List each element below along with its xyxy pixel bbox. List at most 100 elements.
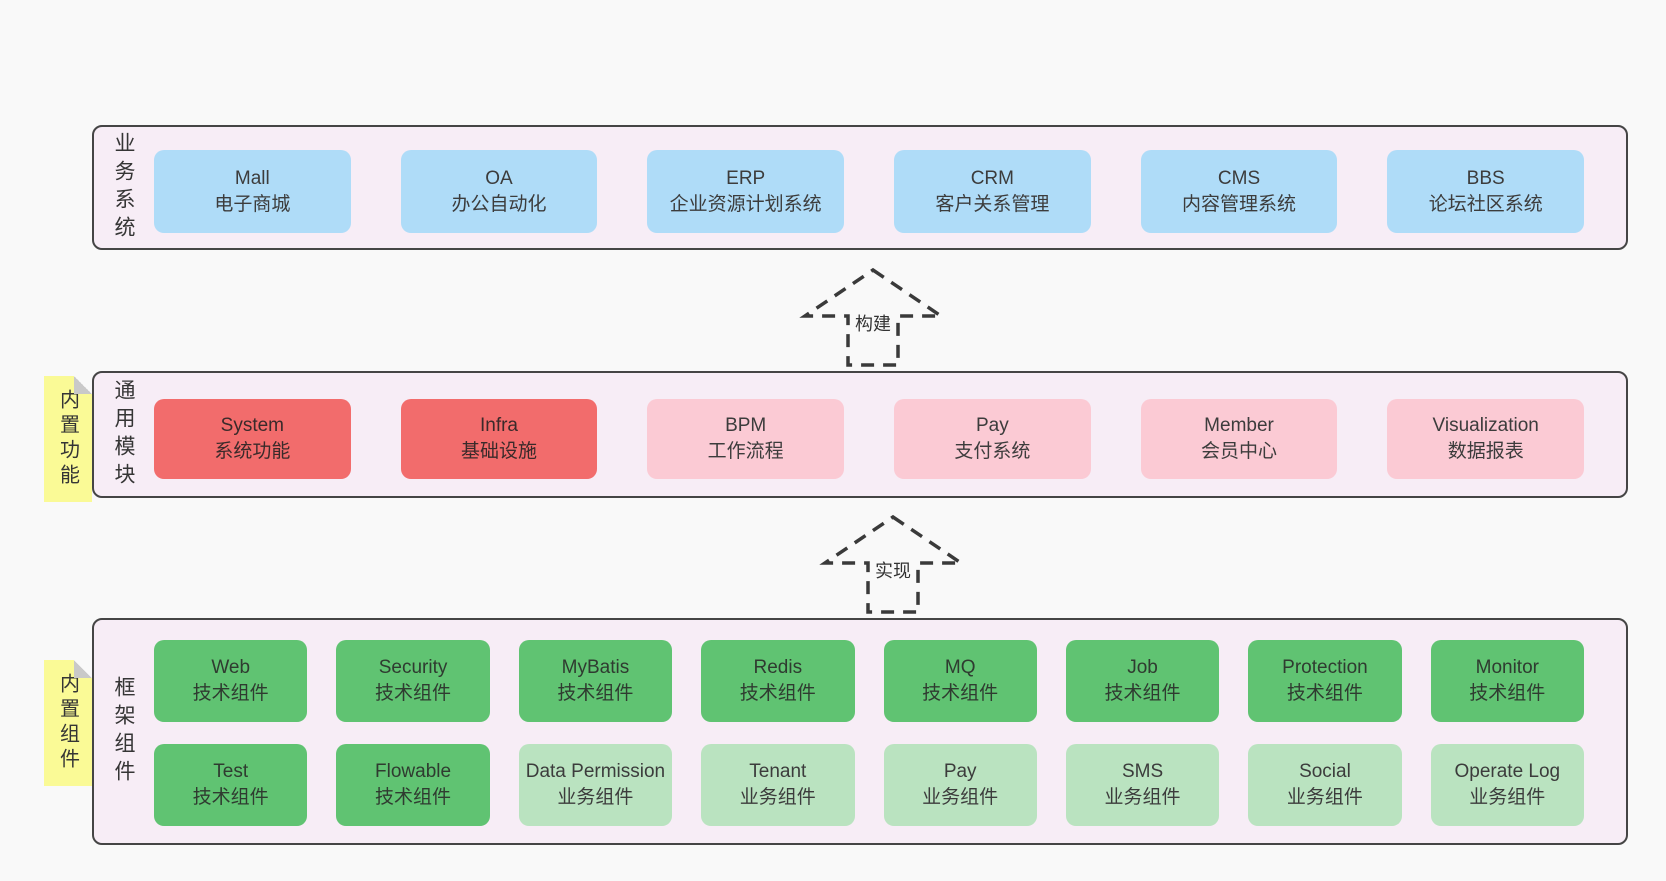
box-subtitle: 技术组件 [192, 683, 269, 704]
box-subtitle: 业务组件 [557, 787, 634, 808]
box-subtitle: 电子商城 [214, 193, 291, 215]
box-title: Member [1204, 415, 1274, 436]
box-operate-log: Operate Log 业务组件 [1430, 744, 1584, 826]
layer-label-common-modules: 通用模块 [112, 378, 135, 491]
box-crm: CRM 客户关系管理 [894, 150, 1091, 233]
box-monitor: Monitor 技术组件 [1430, 640, 1584, 722]
box-flowable: Flowable 技术组件 [336, 744, 490, 826]
box-row: Test 技术组件 Flowable 技术组件 Data Permission … [154, 744, 1584, 826]
box-mall: Mall 电子商城 [154, 150, 351, 233]
box-title: Protection [1282, 657, 1368, 678]
arrow-build: 构建 [798, 266, 948, 370]
up-arrow-icon [819, 514, 967, 614]
layer-common-modules: 通用模块 System 系统功能 Infra 基础设施 BPM 工作流程 Pay… [92, 371, 1628, 498]
box-subtitle: 系统功能 [214, 441, 291, 462]
box-sms: SMS 业务组件 [1065, 744, 1220, 826]
box-title: Redis [753, 657, 803, 678]
box-redis: Redis 技术组件 [701, 640, 855, 722]
box-title: Visualization [1432, 415, 1539, 436]
box-title: Test [213, 761, 249, 782]
box-subtitle: 内容管理系统 [1182, 193, 1297, 215]
sticky-label: 内置组件 [56, 673, 79, 773]
box-title: SMS [1121, 761, 1164, 782]
box-subtitle: 技术组件 [1286, 683, 1363, 704]
box-subtitle: 业务组件 [922, 787, 999, 808]
box-bpm: BPM 工作流程 [647, 399, 845, 479]
box-title: Operate Log [1454, 761, 1561, 782]
box-tenant: Tenant 业务组件 [701, 744, 855, 826]
box-title: Pay [975, 415, 1009, 436]
box-title: Tenant [749, 761, 807, 782]
box-mybatis: MyBatis 技术组件 [518, 640, 673, 722]
arrow-implement-label: 实现 [872, 557, 914, 583]
box-subtitle: 业务组件 [1469, 787, 1546, 808]
box-title: CRM [970, 167, 1014, 189]
box-subtitle: 技术组件 [739, 683, 816, 704]
box-subtitle: 技术组件 [1469, 683, 1546, 704]
box-title: BBS [1466, 167, 1505, 189]
box-subtitle: 业务组件 [739, 787, 816, 808]
box-row: System 系统功能 Infra 基础设施 BPM 工作流程 Pay 支付系统… [154, 399, 1585, 479]
box-infra: Infra 基础设施 [400, 399, 598, 479]
box-subtitle: 会员中心 [1201, 441, 1278, 462]
box-title: Social [1299, 761, 1351, 782]
box-subtitle: 基础设施 [461, 441, 538, 462]
sticky-built-in-components: 内置组件 [44, 660, 92, 786]
box-title: Flowable [375, 761, 452, 782]
sticky-label: 内置功能 [56, 389, 79, 489]
box-title: ERP [726, 167, 766, 189]
box-title: Web [211, 657, 251, 678]
layer-business-systems: 业务系统 Mall 电子商城 OA 办公自动化 ERP 企业资源计划系统 CRM… [92, 125, 1628, 250]
up-arrow-icon [799, 267, 947, 367]
arrow-build-label: 构建 [852, 310, 894, 336]
box-title: Job [1127, 657, 1158, 678]
box-job: Job 技术组件 [1065, 640, 1220, 722]
box-row: Web 技术组件 Security 技术组件 MyBatis 技术组件 Redi… [154, 640, 1584, 722]
layer-label-business-systems: 业务系统 [112, 131, 135, 244]
box-title: MQ [944, 657, 976, 678]
box-title: System [220, 415, 285, 436]
box-title: OA [485, 167, 513, 189]
box-subtitle: 企业资源计划系统 [669, 193, 822, 215]
box-title: Monitor [1475, 657, 1539, 678]
box-title: Pay [943, 761, 977, 782]
box-title: CMS [1217, 167, 1261, 189]
box-web: Web 技术组件 [154, 640, 308, 722]
box-data-permission: Data Permission 业务组件 [518, 744, 673, 826]
box-bbs: BBS 论坛社区系统 [1387, 150, 1585, 233]
box-subtitle: 技术组件 [557, 683, 634, 704]
box-social: Social 业务组件 [1248, 744, 1402, 826]
box-visualization: Visualization 数据报表 [1387, 399, 1585, 479]
box-mq: MQ 技术组件 [883, 640, 1037, 722]
box-title: BPM [725, 415, 767, 436]
box-pay-biz: Pay 业务组件 [883, 744, 1037, 826]
box-title: MyBatis [561, 657, 630, 678]
box-oa: OA 办公自动化 [400, 150, 598, 233]
box-security: Security 技术组件 [336, 640, 490, 722]
box-subtitle: 办公自动化 [451, 193, 547, 215]
box-title: Data Permission [525, 761, 666, 782]
box-test: Test 技术组件 [154, 744, 308, 826]
box-subtitle: 业务组件 [1286, 787, 1363, 808]
box-subtitle: 技术组件 [1104, 683, 1181, 704]
box-pay: Pay 支付系统 [894, 399, 1091, 479]
box-row: Mall 电子商城 OA 办公自动化 ERP 企业资源计划系统 CRM 客户关系… [154, 150, 1585, 233]
box-member: Member 会员中心 [1140, 399, 1338, 479]
layer-label-framework-components: 框架组件 [112, 675, 135, 788]
arrow-implement: 实现 [818, 513, 968, 617]
box-subtitle: 论坛社区系统 [1428, 193, 1543, 215]
box-subtitle: 客户关系管理 [935, 193, 1050, 215]
box-subtitle: 技术组件 [375, 683, 452, 704]
box-erp: ERP 企业资源计划系统 [647, 150, 845, 233]
box-subtitle: 业务组件 [1104, 787, 1181, 808]
box-system: System 系统功能 [154, 399, 351, 479]
box-title: Infra [479, 415, 519, 436]
box-protection: Protection 技术组件 [1248, 640, 1402, 722]
layer-framework-components: 框架组件 Web 技术组件 Security 技术组件 MyBatis 技术组件… [92, 618, 1628, 845]
box-subtitle: 技术组件 [192, 787, 269, 808]
box-cms: CMS 内容管理系统 [1140, 150, 1338, 233]
sticky-built-in-features: 内置功能 [44, 376, 92, 502]
box-title: Security [378, 657, 448, 678]
box-subtitle: 支付系统 [954, 441, 1031, 462]
